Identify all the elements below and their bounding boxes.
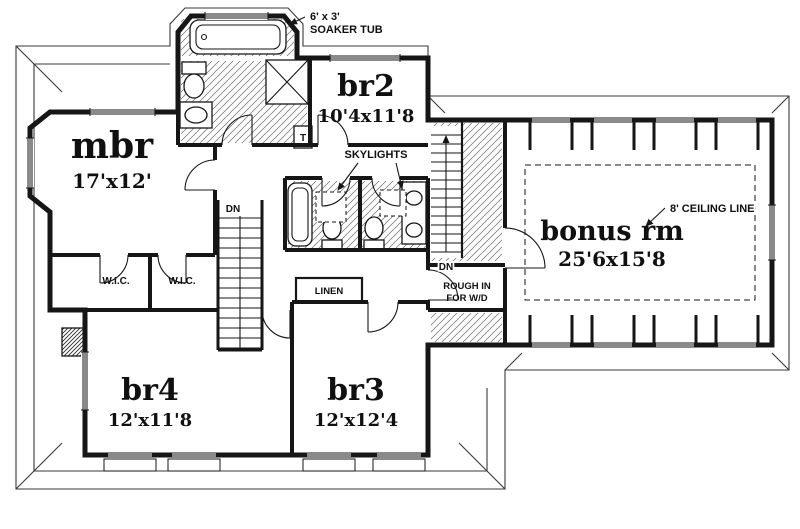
ceiling-line-label: 8' CEILING LINE bbox=[670, 203, 755, 215]
door bbox=[427, 269, 459, 301]
leader-arrows bbox=[289, 16, 666, 227]
shower bbox=[265, 59, 309, 105]
main-staircase bbox=[218, 216, 262, 349]
roof-hip-lines bbox=[15, 45, 790, 490]
door bbox=[317, 114, 349, 146]
room-dims-br2: 10'4x11'8 bbox=[318, 106, 415, 127]
skylight-arrow-right bbox=[395, 162, 404, 189]
door bbox=[221, 114, 253, 146]
window bbox=[656, 341, 694, 349]
window bbox=[81, 351, 89, 411]
window-box bbox=[372, 458, 426, 472]
exterior-walls bbox=[27, 13, 775, 458]
window bbox=[377, 451, 421, 459]
room-dims-br4: 12'x11'8 bbox=[108, 410, 192, 431]
bonus-staircase bbox=[430, 122, 464, 258]
skylight-arrow-left bbox=[337, 162, 359, 191]
room-label-bonus: bonus rm bbox=[540, 216, 684, 247]
window bbox=[594, 116, 632, 124]
wic-right-label: W.I.C. bbox=[168, 276, 195, 287]
window-box bbox=[167, 458, 221, 472]
connector-hall-floor-lower bbox=[431, 313, 502, 342]
room-dims-br3: 12'x12'4 bbox=[314, 410, 398, 431]
skylight bbox=[379, 189, 407, 217]
soaker-tub-label-line1: 6' x 3' bbox=[310, 11, 340, 23]
skylights-label: SKYLIGHTS bbox=[345, 149, 408, 161]
t-closet-label: T bbox=[300, 133, 306, 144]
labels: 6' x 3' SOAKER TUB mbr 17'x12' br2 10'4x… bbox=[71, 11, 756, 431]
window bbox=[26, 137, 34, 189]
window bbox=[204, 12, 269, 20]
door bbox=[184, 159, 216, 191]
windows bbox=[26, 12, 776, 472]
window bbox=[532, 116, 570, 124]
window bbox=[307, 451, 351, 459]
rough-in-label-line2: FOR W/D bbox=[446, 293, 487, 304]
linen-closet bbox=[294, 276, 364, 304]
skylights-group bbox=[315, 189, 407, 223]
bathtub bbox=[287, 182, 313, 247]
rough-in-label-line1: ROUGH IN bbox=[443, 281, 491, 292]
window bbox=[532, 341, 570, 349]
window bbox=[718, 341, 756, 349]
door bbox=[321, 177, 351, 207]
room-dims-bonus: 25'6x15'8 bbox=[558, 247, 666, 271]
dn-label-main-stairs: DN bbox=[226, 204, 240, 215]
soaker-tub-arrow bbox=[289, 16, 306, 25]
room-label-mbr: mbr bbox=[71, 125, 154, 167]
door bbox=[504, 227, 546, 269]
doors bbox=[99, 114, 546, 339]
ceiling-line-arrow bbox=[645, 207, 666, 227]
toilet bbox=[363, 216, 385, 251]
room-label-br4: br4 bbox=[121, 373, 179, 408]
room-label-br2: br2 bbox=[337, 69, 395, 104]
window bbox=[718, 116, 756, 124]
soaker-tub-label-line2: SOAKER TUB bbox=[310, 24, 383, 36]
window-box bbox=[302, 458, 356, 472]
wic-left-label: W.I.C. bbox=[102, 276, 129, 287]
roof-outline bbox=[15, 7, 790, 490]
linen-label: LINEN bbox=[315, 286, 344, 297]
door bbox=[261, 309, 291, 339]
window bbox=[172, 451, 216, 459]
sink bbox=[179, 101, 213, 129]
dn-label-bonus-stairs: DN bbox=[439, 262, 453, 273]
door bbox=[99, 254, 129, 284]
bonus-window-stubs bbox=[528, 120, 760, 345]
skylight bbox=[315, 191, 347, 223]
window-box bbox=[103, 458, 157, 472]
window bbox=[768, 204, 776, 261]
room-dims-mbr: 17'x12' bbox=[72, 169, 152, 193]
window bbox=[656, 116, 694, 124]
window bbox=[329, 54, 401, 62]
interior-walls bbox=[50, 58, 507, 455]
soaker-tub bbox=[189, 19, 287, 55]
window bbox=[89, 108, 156, 116]
door bbox=[157, 254, 187, 284]
door bbox=[367, 301, 399, 333]
ceiling-line-dashed bbox=[524, 164, 756, 301]
room-label-br3: br3 bbox=[327, 373, 385, 408]
toilet bbox=[181, 61, 207, 99]
window bbox=[594, 341, 632, 349]
stairwell-walls bbox=[216, 200, 264, 352]
window bbox=[108, 451, 152, 459]
